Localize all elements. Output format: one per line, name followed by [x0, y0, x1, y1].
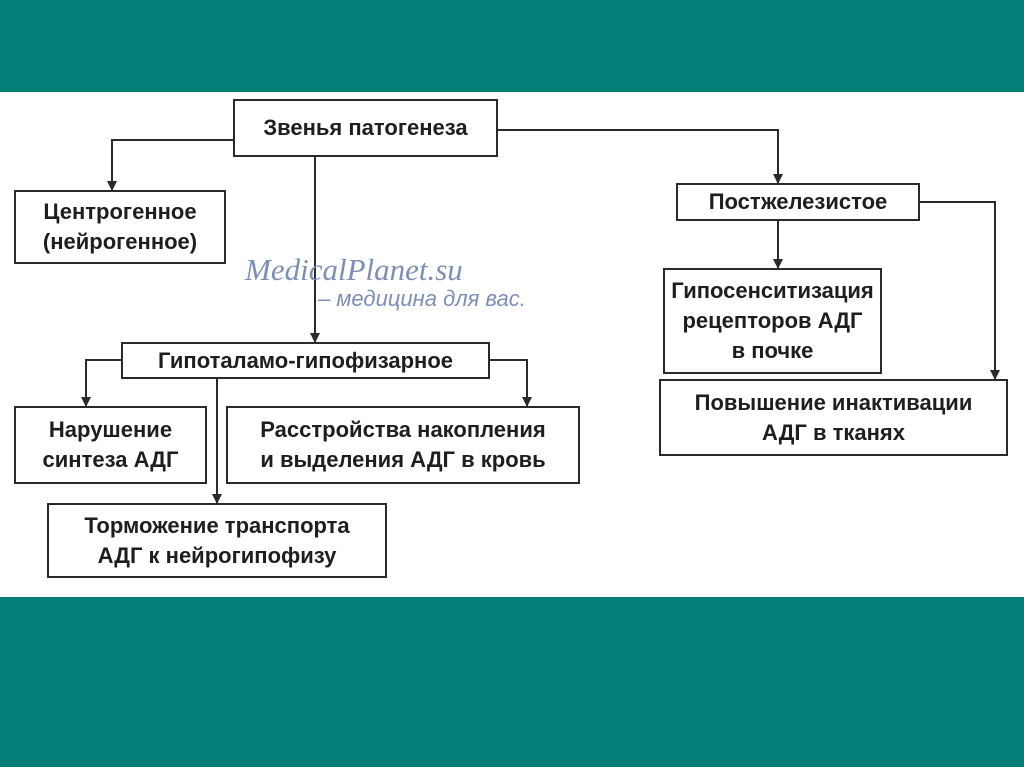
arrow-hyp-storage — [490, 359, 532, 407]
bottom-band — [0, 597, 1024, 767]
hypothalamic-node: Гипоталамо-гипофизарное — [121, 342, 490, 379]
watermark-sub: – медицина для вас. — [318, 286, 526, 311]
synthesis-label: Нарушение синтеза АДГ — [42, 417, 179, 472]
root-node: Звенья патогенеза — [233, 99, 498, 157]
arrow-root-central — [107, 139, 235, 191]
postglandular-label: Постжелезистое — [708, 189, 888, 214]
storage-node: Расстройства накопления и выделения АДГ … — [226, 406, 580, 484]
root-label: Звенья патогенеза — [263, 115, 468, 140]
central-node: Центрогенное (нейрогенное) — [14, 190, 226, 264]
transport-node: Торможение транспорта АДГ к нейрогипофиз… — [47, 503, 387, 578]
arrow-hyp-synthesis — [81, 359, 122, 407]
inactivation-node: Повышение инактивации АДГ в тканях — [659, 379, 1008, 456]
hyposensitization-label: Гипосенситизация рецепторов АДГ в почке — [671, 278, 874, 363]
central-label: Центрогенное (нейрогенное) — [42, 199, 198, 254]
hypothalamic-label: Гипоталамо-гипофизарное — [157, 347, 454, 373]
transport-label: Торможение транспорта АДГ к нейрогипофиз… — [84, 512, 350, 568]
watermark-main: MedicalPlanet.su — [245, 252, 463, 287]
arrow-post-inactivation — [920, 201, 1000, 380]
hyposensitization-node: Гипосенситизация рецепторов АДГ в почке — [663, 268, 882, 374]
postglandular-node: Постжелезистое — [676, 183, 920, 221]
top-band — [0, 0, 1024, 92]
inactivation-label: Повышение инактивации АДГ в тканях — [694, 389, 973, 445]
synthesis-node: Нарушение синтеза АДГ — [14, 406, 207, 484]
arrow-root-postglandular — [498, 129, 783, 184]
storage-label: Расстройства накопления и выделения АДГ … — [260, 417, 546, 472]
